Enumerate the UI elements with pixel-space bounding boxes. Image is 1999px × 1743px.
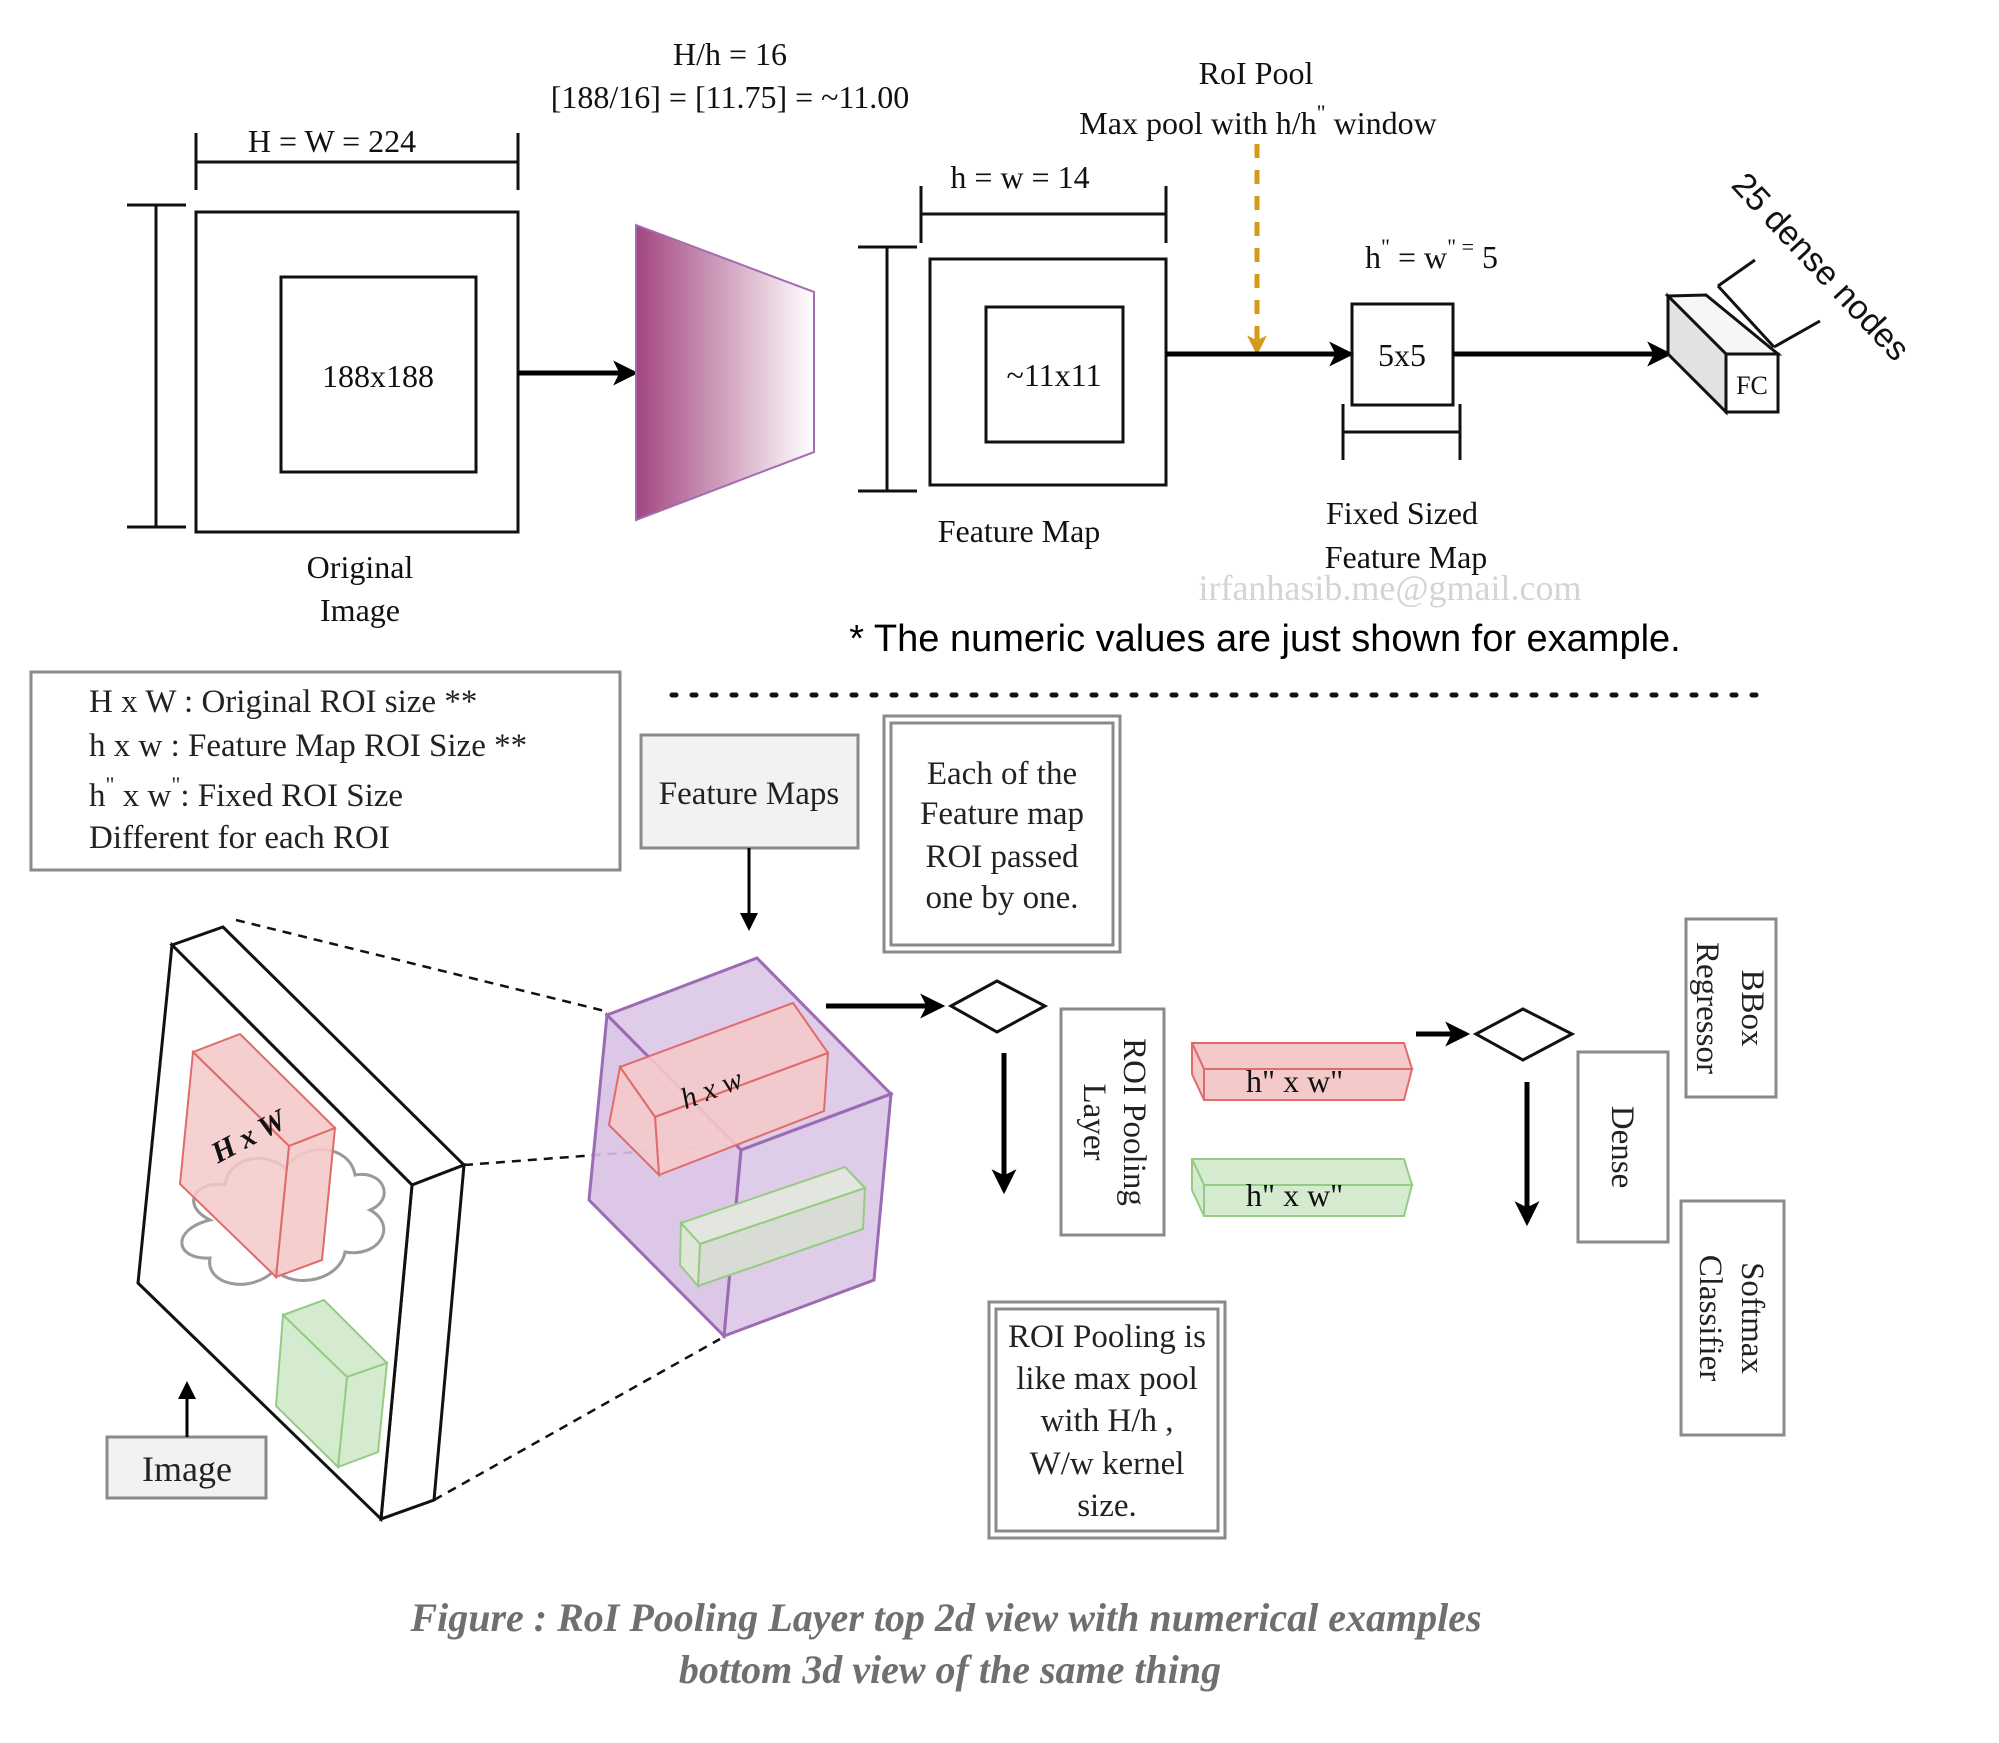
- feature-map: ~11x11 h = w = 14 Feature Map: [858, 159, 1168, 549]
- original-roi-size: 188x188: [322, 358, 434, 394]
- cnn-funnel-shape: [635, 223, 815, 522]
- top-view: 188x188 H = W = 224 Original Image H/h =…: [127, 36, 1917, 698]
- pooled-roi-green: h" x w": [1190, 1158, 1414, 1217]
- roi-pool-title: RoI Pool: [1199, 55, 1314, 91]
- each-roi-line-2: Feature map: [920, 796, 1084, 832]
- softmax-label-2: Classifier: [1692, 1255, 1728, 1381]
- roi-pooling-layer-label-2: Layer: [1076, 1084, 1112, 1161]
- fixed-label-1: Fixed Sized: [1326, 495, 1478, 531]
- diamond-2: [1472, 1007, 1576, 1062]
- legend-line-3: h" x w": Fixed ROI Size: [89, 772, 403, 814]
- fc-layer: FC 25 dense nodes: [1664, 166, 1917, 416]
- feature-roi-size: ~11x11: [1007, 357, 1102, 393]
- fixed-feature-map: h" = w" = 5 5x5 Fixed Sized Feature Map: [1325, 234, 1498, 575]
- roi-pooling-explanation: ROI Pooling is like max pool with H/h , …: [987, 1300, 1227, 1540]
- fixed-box-label: 5x5: [1378, 337, 1426, 373]
- legend-line-4: Different for each ROI: [89, 820, 390, 856]
- bottom-view: Feature Maps Each of the Feature map ROI…: [105, 714, 1786, 1540]
- each-roi-line-4: one by one.: [925, 880, 1078, 916]
- caption-line-2: bottom 3d view of the same thing: [679, 1647, 1221, 1692]
- fixed-dimension: h" = w" = 5: [1365, 234, 1498, 275]
- roi-explain-line-2: like max pool: [1016, 1361, 1197, 1397]
- feature-maps-label: Feature Maps: [659, 776, 840, 812]
- original-image-label-2: Image: [320, 592, 400, 628]
- each-roi-note: Each of the Feature map ROI passed one b…: [882, 714, 1122, 954]
- roi-explain-line-5: size.: [1077, 1488, 1137, 1524]
- pooled-roi-red: h" x w": [1190, 1042, 1414, 1101]
- ratio-text: H/h = 16: [673, 36, 787, 72]
- softmax-label-1: Softmax: [1734, 1262, 1770, 1374]
- dense-label: Dense: [1604, 1106, 1640, 1188]
- fixed-label-2: Feature Map: [1325, 539, 1488, 575]
- diamond-1: [947, 979, 1049, 1034]
- legend-box: H x W : Original ROI size ** h x w : Fea…: [29, 670, 622, 872]
- legend-line-2: h x w : Feature Map ROI Size **: [89, 728, 527, 764]
- image-slab: H x W: [136, 925, 467, 1523]
- each-roi-line-1: Each of the: [927, 756, 1077, 792]
- legend-line-1: H x W : Original ROI size **: [89, 684, 477, 720]
- calc-text: [188/16] = [11.75] = ~11.00: [551, 79, 910, 115]
- each-roi-line-3: ROI passed: [925, 839, 1079, 875]
- bbox-label-2: Regressor: [1689, 942, 1725, 1074]
- pooled-green-label: h" x w": [1246, 1177, 1343, 1213]
- roi-explain-line-3: with H/h ,: [1041, 1403, 1174, 1439]
- original-image: 188x188 H = W = 224 Original Image: [127, 123, 520, 628]
- roi-explain-line-4: W/w kernel: [1030, 1446, 1185, 1482]
- bbox-label-1: BBox: [1734, 969, 1770, 1047]
- roi-pool-desc: Max pool with h/h" window: [1079, 100, 1436, 141]
- roi-pooling-layer-label-1: ROI Pooling: [1116, 1038, 1152, 1206]
- pooled-red-label: h" x w": [1246, 1063, 1343, 1099]
- feature-map-label: Feature Map: [938, 513, 1101, 549]
- original-image-label-1: Original: [307, 549, 414, 585]
- numeric-note: * The numeric values are just shown for …: [849, 618, 1680, 660]
- watermark: irfanhasib.me@gmail.com: [1198, 568, 1581, 608]
- figure-caption: Figure : RoI Pooling Layer top 2d view w…: [409, 1595, 1481, 1692]
- fc-label: FC: [1736, 371, 1768, 400]
- caption-line-1: Figure : RoI Pooling Layer top 2d view w…: [409, 1595, 1481, 1640]
- roi-explain-line-1: ROI Pooling is: [1008, 1319, 1206, 1355]
- feature-dimension: h = w = 14: [950, 159, 1089, 195]
- feature-map-cube: h x w: [587, 956, 894, 1340]
- original-dimension: H = W = 224: [248, 123, 416, 159]
- image-label: Image: [142, 1449, 232, 1489]
